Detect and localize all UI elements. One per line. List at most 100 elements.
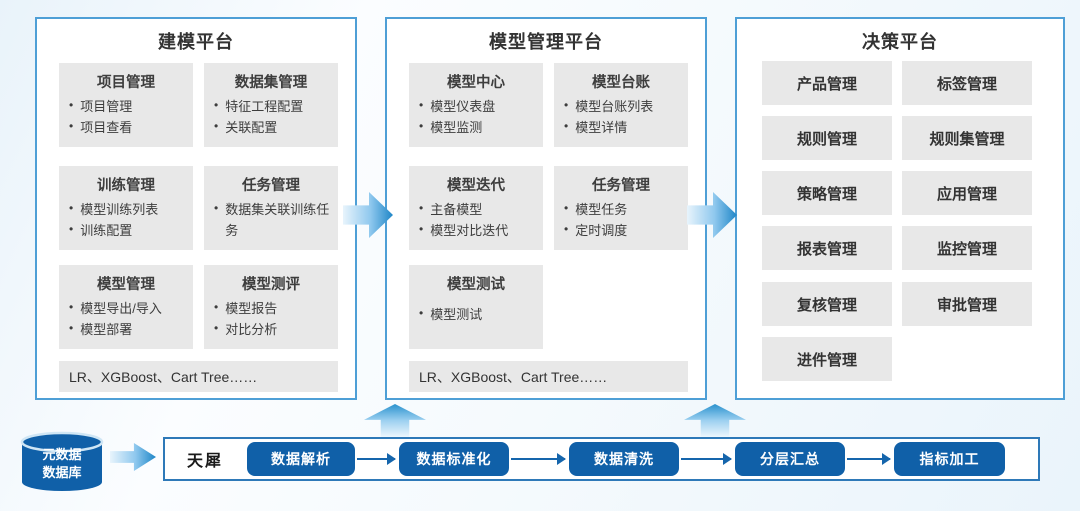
bullet-icon: • <box>214 119 219 134</box>
module-feature: •主备模型 <box>419 199 539 220</box>
database-cylinder-icon <box>20 431 104 491</box>
module-feature-list: •项目管理 •项目查看 <box>59 96 193 138</box>
bullet-icon: • <box>214 201 219 215</box>
engine-name: 天犀 <box>187 453 224 470</box>
bullet-icon: • <box>419 98 424 112</box>
metadata-database-cylinder: 元数据 数据库 <box>20 431 104 493</box>
pipeline-step-data-parsing: 数据解析 <box>247 442 355 476</box>
module-title: 模型中心 <box>447 75 505 91</box>
decision-module-approval-mgmt: 审批管理 <box>902 282 1032 326</box>
database-label: 元数据 数据库 <box>42 447 82 481</box>
module-feature: •模型测试 <box>419 304 539 325</box>
module-feature: •模型对比迭代 <box>419 220 539 241</box>
module-feature: •对比分析 <box>214 319 334 340</box>
module-feature: •模型导出/导入 <box>69 298 189 319</box>
pipeline-step-data-standardization: 数据标准化 <box>399 442 509 476</box>
bullet-icon: • <box>564 119 569 134</box>
bullet-icon: • <box>564 201 569 215</box>
bullet-icon: • <box>419 201 424 215</box>
module-feature-list: •模型导出/导入 •模型部署 <box>59 298 193 340</box>
bullet-icon: • <box>564 98 569 112</box>
module-title: 数据集管理 <box>234 75 308 91</box>
panel-title: 决策平台 <box>862 32 938 52</box>
module-feature: •模型训练列表 <box>69 199 189 220</box>
arrow-up-pipeline-right-icon <box>684 404 746 437</box>
module-card-model-eval: 模型测评 •模型报告 •对比分析 <box>204 265 338 349</box>
data-pipeline-container: 天犀 数据解析 数据标准化 数据清洗 分层汇总 指标加工 <box>163 437 1040 481</box>
pipeline-step-metric-processing: 指标加工 <box>894 442 1005 476</box>
connector-arrow-icon <box>681 453 732 465</box>
connector-arrow-icon <box>847 453 891 465</box>
module-feature-list: •主备模型 •模型对比迭代 <box>409 199 543 241</box>
module-feature: •模型报告 <box>214 298 334 319</box>
arrow-right-database-to-pipeline-icon <box>110 443 156 471</box>
bullet-icon: • <box>214 98 219 112</box>
decision-module-tag-mgmt: 标签管理 <box>902 61 1032 105</box>
connector-arrow-icon <box>357 453 396 465</box>
algorithms-bar: LR、XGBoost、Cart Tree…… <box>409 361 688 392</box>
module-feature: •定时调度 <box>564 220 684 241</box>
bullet-icon: • <box>419 119 424 134</box>
bullet-icon: • <box>564 222 569 237</box>
decision-module-app-mgmt: 应用管理 <box>902 171 1032 215</box>
module-title: 模型台账 <box>592 75 650 91</box>
bullet-icon: • <box>419 222 424 237</box>
module-feature: •特征工程配置 <box>214 96 334 117</box>
module-feature: •模型部署 <box>69 319 189 340</box>
module-feature: •项目查看 <box>69 117 189 138</box>
module-feature-list: •特征工程配置 •关联配置 <box>204 96 338 138</box>
decision-module-review-mgmt: 复核管理 <box>762 282 892 326</box>
module-feature-list: •模型台账列表 •模型详情 <box>554 96 688 138</box>
bullet-icon: • <box>69 119 74 134</box>
bullet-icon: • <box>419 306 424 320</box>
module-card-model-testing: 模型测试 •模型测试 <box>409 265 543 349</box>
module-title: 模型测评 <box>242 277 300 293</box>
module-feature-list: •模型测试 <box>409 304 543 325</box>
module-title: 项目管理 <box>97 75 155 91</box>
bullet-icon: • <box>214 300 219 314</box>
bullet-icon: • <box>69 321 74 336</box>
module-feature: •训练配置 <box>69 220 189 241</box>
module-card-training-mgmt: 训练管理 •模型训练列表 •训练配置 <box>59 166 193 250</box>
module-card-dataset-mgmt: 数据集管理 •特征工程配置 •关联配置 <box>204 63 338 147</box>
module-feature-list: •模型仪表盘 •模型监测 <box>409 96 543 138</box>
panel-modeling-platform: 建模平台 项目管理 •项目管理 •项目查看 数据集管理 •特征工程配置 •关联配… <box>35 17 357 400</box>
module-card-model-ledger: 模型台账 •模型台账列表 •模型详情 <box>554 63 688 147</box>
panel-title: 建模平台 <box>158 32 234 52</box>
module-title: 模型管理 <box>97 277 155 293</box>
module-title: 模型迭代 <box>447 178 505 194</box>
module-feature: •关联配置 <box>214 117 334 138</box>
bullet-icon: • <box>69 300 74 314</box>
module-feature-list: •模型报告 •对比分析 <box>204 298 338 340</box>
module-feature-list: •模型任务 •定时调度 <box>554 199 688 241</box>
pipeline-step-layered-aggregation: 分层汇总 <box>735 442 845 476</box>
module-feature: •数据集关联训练任务 <box>214 199 334 241</box>
module-card-model-mgmt: 模型管理 •模型导出/导入 •模型部署 <box>59 265 193 349</box>
module-feature: •模型仪表盘 <box>419 96 539 117</box>
module-feature-list: •模型训练列表 •训练配置 <box>59 199 193 241</box>
module-card-task-mgmt: 任务管理 •数据集关联训练任务 <box>204 166 338 250</box>
decision-module-intake-mgmt: 进件管理 <box>762 337 892 381</box>
pipeline-step-data-cleaning: 数据清洗 <box>569 442 679 476</box>
connector-arrow-icon <box>511 453 566 465</box>
module-card-project-mgmt: 项目管理 •项目管理 •项目查看 <box>59 63 193 147</box>
arrow-up-pipeline-left-icon <box>364 404 426 437</box>
module-title: 任务管理 <box>242 178 300 194</box>
module-card-task-mgmt: 任务管理 •模型任务 •定时调度 <box>554 166 688 250</box>
panel-title: 模型管理平台 <box>489 32 603 52</box>
module-feature: •模型监测 <box>419 117 539 138</box>
module-title: 训练管理 <box>97 178 155 194</box>
module-feature-list: •数据集关联训练任务 <box>204 199 338 241</box>
module-feature: •模型任务 <box>564 199 684 220</box>
panel-decision-platform: 决策平台 产品管理 标签管理 规则管理 规则集管理 策略管理 应用管理 报表管理… <box>735 17 1065 400</box>
module-feature: •模型详情 <box>564 117 684 138</box>
bullet-icon: • <box>214 321 219 336</box>
panel-model-management-platform: 模型管理平台 模型中心 •模型仪表盘 •模型监测 模型台账 •模型台账列表 •模… <box>385 17 707 400</box>
decision-module-product-mgmt: 产品管理 <box>762 61 892 105</box>
decision-module-report-mgmt: 报表管理 <box>762 226 892 270</box>
algorithms-bar: LR、XGBoost、Cart Tree…… <box>59 361 338 392</box>
module-card-model-iteration: 模型迭代 •主备模型 •模型对比迭代 <box>409 166 543 250</box>
module-feature: •模型台账列表 <box>564 96 684 117</box>
module-card-model-center: 模型中心 •模型仪表盘 •模型监测 <box>409 63 543 147</box>
